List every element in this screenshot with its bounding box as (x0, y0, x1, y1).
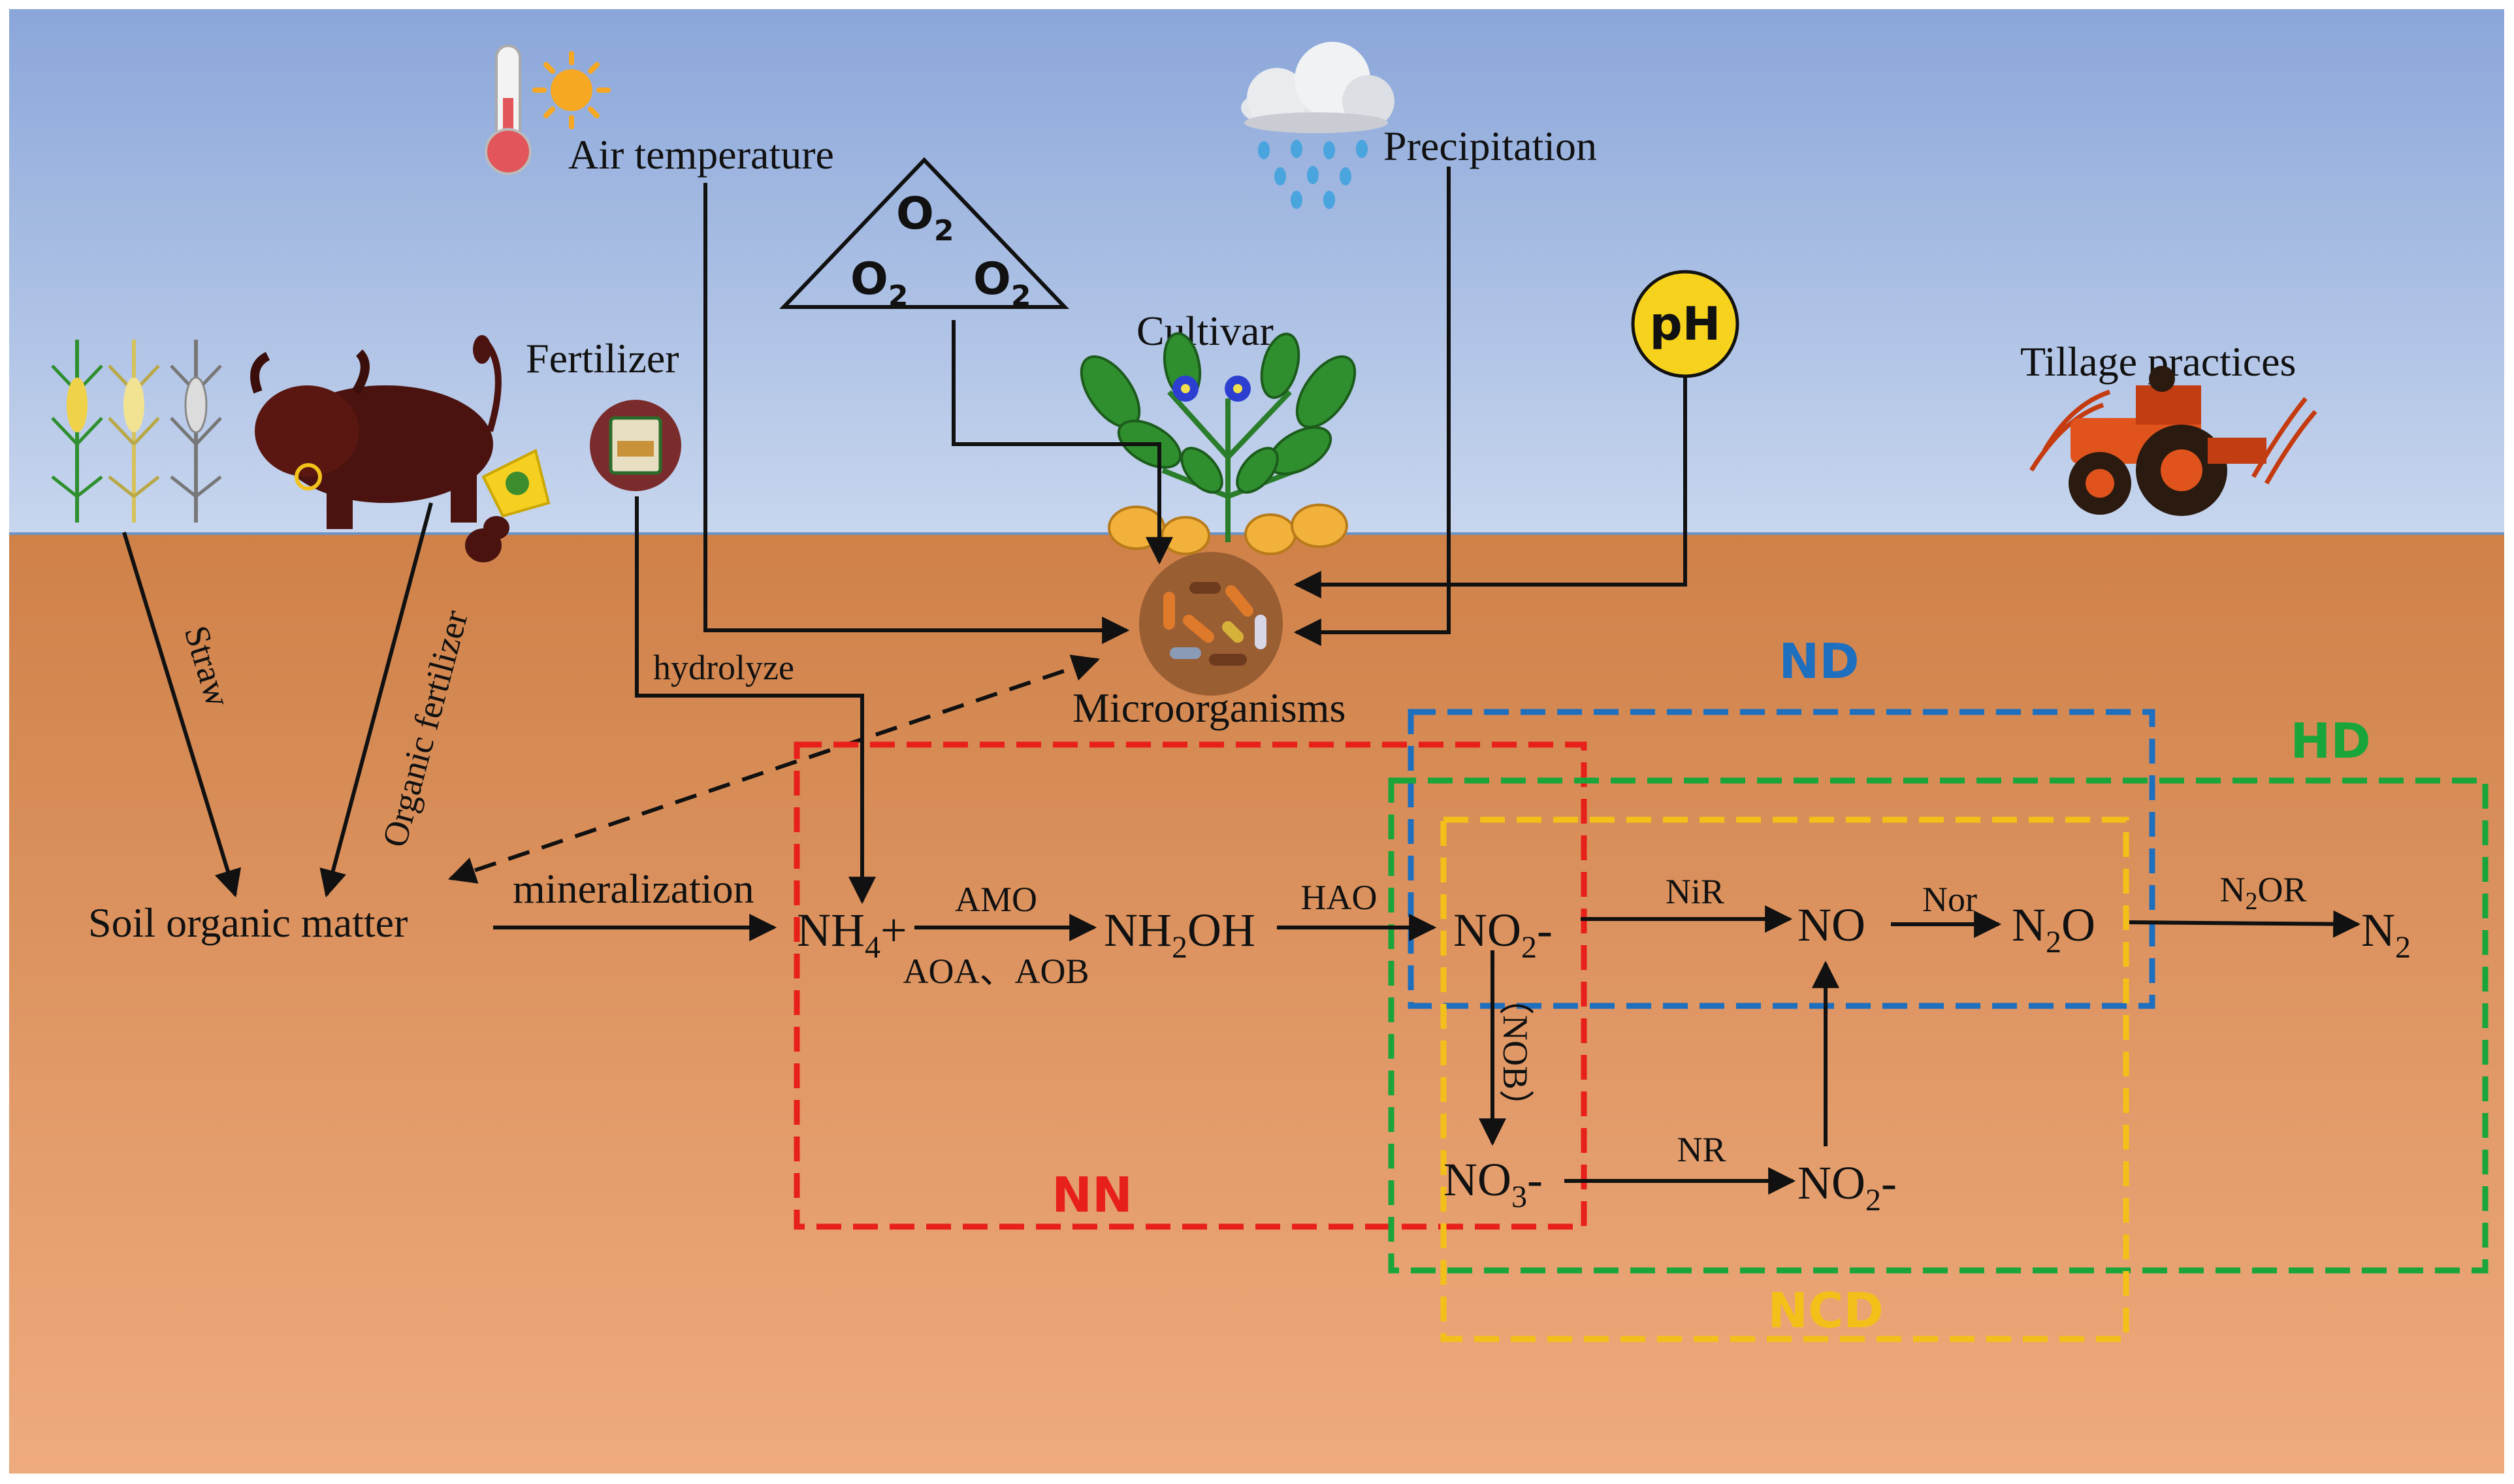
microorganisms-icon (1139, 552, 1283, 696)
hydrolyze-label: hydrolyze (653, 648, 794, 687)
no-species: NO (1797, 899, 1865, 951)
zone-nn-box (794, 741, 1587, 1230)
nh4-species: NH4+ (797, 904, 907, 965)
sun-icon (532, 51, 611, 129)
tractor-icon (2029, 366, 2317, 516)
zone-nd-box (1408, 709, 2155, 1009)
zone-nd-label: ND (1779, 634, 1859, 690)
svg-text:O2: O2 (850, 253, 908, 313)
oxygen-triangle: O2 O2 O2 (779, 157, 1070, 313)
soil-organic-matter-label: Soil organic matter (88, 899, 408, 946)
precipitation-label: Precipitation (1383, 123, 1597, 169)
pathway-arrows (493, 905, 2361, 1195)
no3-species: NO3- (1443, 1153, 1543, 1214)
zone-hd-box (1388, 777, 2489, 1274)
nob-label: （NOB） (1496, 980, 1535, 1125)
air-temperature-label: Air temperature (568, 131, 834, 178)
svg-text:pH: pH (1650, 297, 1721, 351)
zone-hd-label: HD (2290, 713, 2370, 769)
no2-species-bottom: NO2- (1797, 1157, 1897, 1218)
input-arrows (122, 496, 1100, 905)
cultivar-label: Cultivar (1136, 308, 1274, 354)
no2-species-top: NO2- (1453, 904, 1553, 965)
corn-plants-icon (51, 340, 222, 523)
ph-indicator: pH (1631, 270, 1739, 378)
fertilizer-bag-icon (590, 400, 681, 491)
aoa-aob-label: AOA、AOB (903, 952, 1089, 991)
fertilizer-label: Fertilizer (526, 335, 679, 381)
n2o-species: N2O (2012, 899, 2095, 960)
nir-enzyme-label: NiR (1666, 872, 1724, 911)
nor-enzyme-label: Nor (1922, 880, 1977, 919)
amo-enzyme-label: AMO (955, 880, 1037, 919)
nr-enzyme-label: NR (1677, 1130, 1726, 1169)
hao-enzyme-label: HAO (1301, 878, 1378, 917)
nh2oh-species: NH2OH (1104, 904, 1255, 965)
n2-species: N2 (2361, 904, 2411, 965)
rain-cloud-icon (1241, 42, 1394, 209)
svg-text:O2: O2 (896, 188, 954, 248)
svg-text:O2: O2 (973, 253, 1031, 313)
zone-ncd-label: NCD (1767, 1283, 1884, 1339)
process-zones (794, 709, 2489, 1342)
cattle-icon (250, 335, 502, 529)
factor-arrows (703, 167, 1687, 646)
zone-nn-label: NN (1052, 1167, 1133, 1223)
microorganisms-label: Microorganisms (1072, 685, 1346, 731)
thermometer-icon (485, 44, 532, 175)
n2or-enzyme-label: N2OR (2219, 870, 2306, 915)
organic-fertilizer-bag-icon (465, 449, 551, 562)
mineralization-label: mineralization (513, 865, 754, 912)
zone-ncd-box (1440, 816, 2129, 1342)
